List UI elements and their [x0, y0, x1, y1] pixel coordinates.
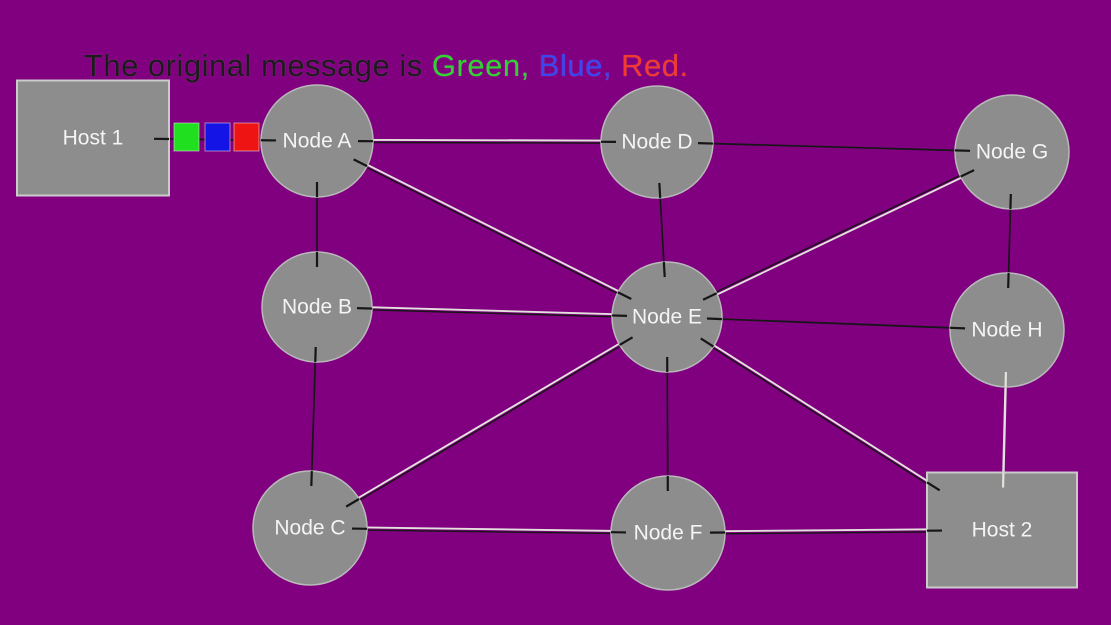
node-h-label: Node H — [971, 319, 1042, 342]
node-host2-rect — [926, 471, 1078, 589]
edge-c-e-highlight — [308, 315, 667, 528]
edge-g-e-stub-g — [960, 169, 975, 178]
node-e-label: Node E — [632, 306, 702, 329]
edge-a-e-highlight — [317, 138, 669, 317]
edge-a-e — [316, 141, 667, 319]
nodes-layer — [16, 79, 1078, 591]
node-host1-label: Host 1 — [63, 127, 124, 150]
edge-c-f-highlight — [310, 525, 669, 533]
edge-d-e-stub-d — [658, 182, 662, 198]
edge-b-e-highlight — [317, 304, 668, 317]
edge-e-host2-stub-host2 — [926, 481, 941, 492]
node-host1-rect — [16, 79, 170, 197]
title-word-green: Green, — [431, 48, 539, 83]
title-word-blue: Blue, — [538, 48, 622, 83]
node-host2-label: Host 2 — [972, 519, 1033, 542]
node-g-circle — [954, 94, 1070, 210]
edge-b-e — [316, 307, 667, 319]
node-a-label: Node A — [283, 130, 352, 153]
node-h-circle — [949, 272, 1065, 388]
labels-layer: Host 1 Node A Node D Node G Node B Node E Node… — [63, 127, 1049, 545]
packet-green — [173, 122, 200, 152]
edge-d-e-stub-e — [662, 262, 666, 278]
edge-e-h-stub-h — [949, 326, 966, 330]
node-d-label: Node D — [621, 131, 692, 154]
edge-g-e-highlight — [667, 152, 1013, 320]
packet-red — [233, 122, 260, 152]
edge-stubs-layer — [153, 137, 1012, 534]
edge-c-f — [309, 528, 668, 535]
edge-e-host2-stub-e — [700, 337, 715, 348]
node-c-label: Node C — [274, 517, 345, 540]
edge-d-g — [656, 141, 1013, 153]
node-b-label: Node B — [282, 296, 352, 319]
edge-a-e-stub-e — [617, 291, 632, 301]
packet-blue — [204, 122, 231, 152]
edge-c-e-stub-e — [619, 336, 634, 346]
edge-g-e — [666, 150, 1012, 317]
edge-a-e-stub-a — [353, 158, 368, 168]
edge-c-e — [310, 317, 669, 530]
node-g-label: Node G — [976, 141, 1048, 164]
edges-layer — [92, 137, 1013, 535]
title-prefix: The original message is — [83, 48, 432, 83]
edge-g-e-stub-e — [702, 292, 718, 301]
page-title: The original message is Green, Blue, Red… — [48, 12, 689, 120]
edge-c-e-stub-c — [345, 498, 360, 508]
edge-e-h-stub-e — [706, 317, 723, 321]
node-f-label: Node F — [634, 522, 703, 545]
packets-layer — [173, 122, 260, 152]
title-word-red: Red. — [621, 48, 689, 83]
